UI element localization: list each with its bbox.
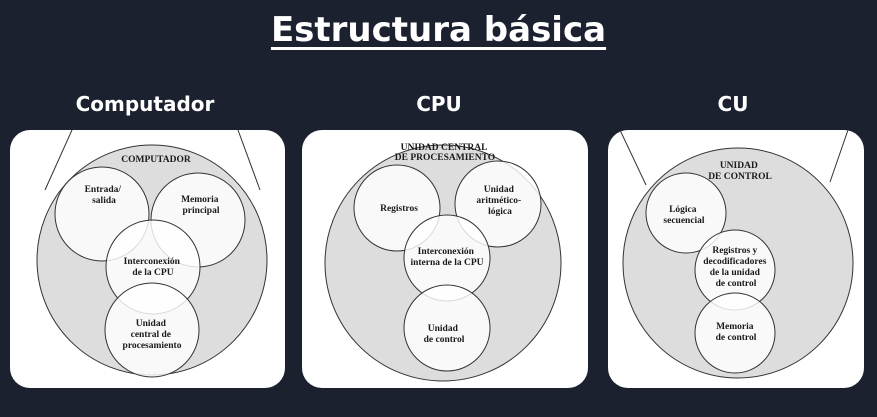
label-interconexion-interna: Interconexión interna de la CPU (410, 247, 483, 268)
diagram-computador: COMPUTADOR Entrada/ salida Memoria princ… (36, 130, 268, 378)
circle-logica-secuencial (645, 172, 727, 254)
circle-unidad-control (403, 284, 491, 372)
label-memoria-control: Memoria de control (716, 322, 757, 343)
zoom-line-right (829, 130, 849, 183)
zoom-line-right (237, 130, 261, 191)
circle-unidad-central (104, 282, 200, 378)
panel-cpu: UNIDAD CENTRAL DE PROCESAMIENTO Registro… (302, 130, 588, 388)
heading-computador: Computador (75, 92, 215, 116)
diagram-title: UNIDAD CENTRAL DE PROCESAMIENTO (395, 143, 495, 163)
diagram-cu: UNIDAD DE CONTROL Lógica secuencial Regi… (619, 130, 854, 379)
panel-cu: UNIDAD DE CONTROL Lógica secuencial Regi… (608, 130, 864, 388)
panel-computador: COMPUTADOR Entrada/ salida Memoria princ… (10, 130, 285, 388)
label-memoria-principal: Memoria principal (181, 195, 221, 216)
circle-alu (454, 160, 542, 248)
circle-memoria-control (694, 292, 776, 374)
label-registros-decodificadores: Registros y decodificadores de la unidad… (703, 246, 769, 289)
label-unidad-central: Unidad central de procesamiento (123, 319, 182, 351)
label-registros: Registros (380, 204, 418, 214)
diagram-title: COMPUTADOR (121, 155, 191, 165)
zoom-line-left (619, 130, 647, 186)
diagram-cpu: UNIDAD CENTRAL DE PROCESAMIENTO Registro… (324, 143, 562, 382)
label-alu: Unidad aritmético- lógica (476, 185, 523, 217)
heading-cpu: CPU (416, 92, 462, 116)
diagram-title: UNIDAD DE CONTROL (708, 161, 772, 182)
label-entrada-salida: Entrada/ salida (85, 185, 124, 206)
page-title: Estructura básica (270, 10, 607, 50)
heading-cu: CU (717, 92, 749, 116)
zoom-line-left (44, 130, 73, 191)
label-unidad-control: Unidad de control (424, 324, 465, 345)
label-logica-secuencial: Lógica secuencial (663, 205, 705, 226)
label-interconexion-cpu: Interconexión de la CPU (124, 257, 183, 278)
